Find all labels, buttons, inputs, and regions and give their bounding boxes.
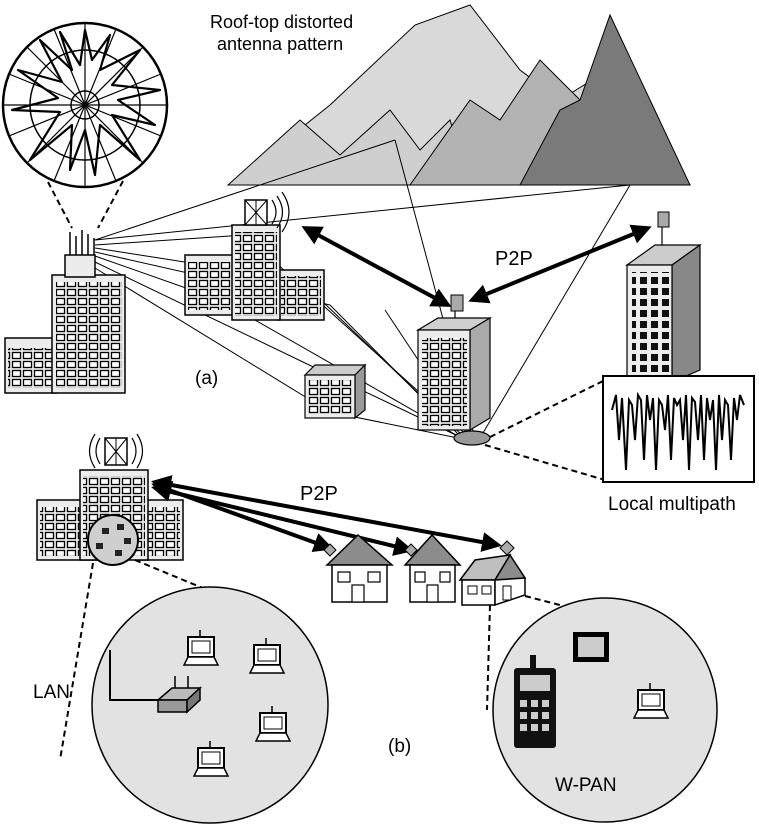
dark-tower-right [625,211,702,383]
house-left [323,533,394,603]
mountain-range [226,4,691,186]
lan-label: LAN [33,682,70,703]
part-b-label: (b) [388,736,411,757]
base-station-building-lower [36,433,184,566]
rooftop-antenna-icon [244,191,290,233]
wpan-zoom-circle [492,597,718,823]
p2p-links-bottom [151,475,502,556]
p2p-label-bottom: P2P [300,483,338,505]
wpan-label: W-PAN [555,775,617,796]
local-multipath-spot [453,430,491,446]
base-station-building-middle [184,191,325,321]
rooftop-antenna-icon-lower [88,433,144,469]
part-a-label: (a) [195,368,218,389]
antenna-pattern-label-line1: Roof-top distorted [210,12,353,32]
tablet-icon [573,632,609,662]
local-multipath-label: Local multipath [608,494,736,515]
p2p-label-top: P2P [495,248,533,270]
lan-zoom-circle-small [87,514,139,566]
small-building-center [303,363,367,420]
house-middle [403,533,462,603]
lan-zoom-circle [91,586,329,824]
receiver-building-p2p [415,294,493,432]
p2p-links-top [301,224,652,307]
base-station-tower-left [4,230,126,394]
mobile-phone-icon [514,655,556,748]
distorted-pattern-curve [10,28,162,177]
mountain-front [519,13,691,186]
local-multipath-inset [602,375,755,483]
house-right [458,540,527,607]
antenna-pattern-label-line2: antenna pattern [217,34,343,54]
antenna-pattern-polar-plot [1,21,169,229]
lan-access-point [109,650,202,714]
